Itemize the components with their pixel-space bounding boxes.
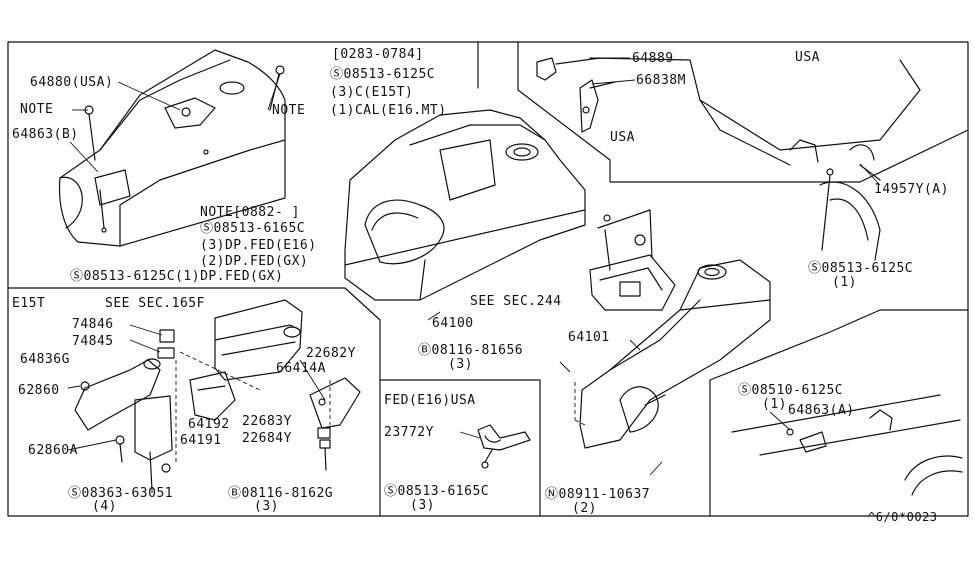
label-66414a: 66414A: [276, 361, 326, 376]
label-62860: 62860: [18, 383, 60, 398]
label-s5-qty: (4): [92, 499, 117, 514]
label-bolt-b1: Ⓑ08116-81656: [418, 343, 524, 358]
label-64836g: 64836G: [20, 352, 70, 367]
label-66838m: 66838M: [636, 73, 686, 88]
label-s4-qty: (1): [832, 275, 857, 290]
label-22682y: 22682Y: [306, 346, 356, 361]
label-74846: 74846: [72, 317, 114, 332]
label-b2-qty: (3): [254, 499, 279, 514]
label-bolt-s7: Ⓢ08510-6125C: [738, 383, 844, 398]
label-s1-qty-b: (1)CAL(E16.MT): [330, 103, 447, 118]
e15t-parts: [74, 299, 361, 491]
fender-apron-right: [579, 259, 771, 449]
label-14957y: 14957Y(A): [874, 182, 949, 197]
label-64880: 64880(USA): [30, 75, 114, 90]
label-22683y: 22683Y: [242, 414, 292, 429]
label-nut-n1: Ⓝ08911-10637: [545, 487, 651, 502]
label-bolt-s4: Ⓢ08513-6125C: [808, 261, 914, 276]
fed-bracket: [477, 424, 531, 469]
label-64100: 64100: [432, 316, 474, 331]
label-usa-top: USA: [795, 50, 820, 65]
panel-frames: [7, 41, 969, 517]
label-64863b: 64863(B): [12, 127, 79, 142]
label-n1-qty: (2): [572, 501, 597, 516]
label-diagram-code: ^6/0*0023: [868, 510, 938, 524]
fender-apron-upper-left: [58, 49, 286, 247]
label-74845: 74845: [72, 334, 114, 349]
label-bolt-s5: Ⓢ08363-63051: [68, 486, 174, 501]
label-note-1: NOTE: [20, 102, 54, 117]
label-64863a: 64863(A): [788, 403, 855, 418]
label-note-2: NOTE: [272, 103, 306, 118]
label-s6-qty: (3): [410, 498, 435, 513]
label-fed-e16-usa: FED(E16)USA: [384, 393, 476, 408]
label-usa-small: USA: [610, 130, 635, 145]
label-23772y: 23772Y: [384, 425, 434, 440]
fender-apron-center: [344, 109, 586, 301]
label-e15t: E15T: [12, 296, 46, 311]
label-s2-qty-b: (2)DP.FED(GX): [200, 254, 309, 269]
label-64889: 64889: [632, 51, 674, 66]
label-22684y: 22684Y: [242, 431, 292, 446]
label-note-3: NOTE[0882- ]: [200, 205, 300, 220]
label-bolt-s1: Ⓢ08513-6125C: [330, 67, 436, 82]
label-bolt-s3: Ⓢ08513-6125C(1)DP.FED(GX): [70, 269, 284, 284]
label-64192: 64192: [188, 417, 230, 432]
label-see-sec-165f: SEE SEC.165F: [105, 296, 205, 311]
label-b1-qty: (3): [448, 357, 473, 372]
label-bolt-s2: Ⓢ08513-6165C: [200, 221, 306, 236]
label-s1-qty-a: (3)C(E15T): [330, 85, 414, 100]
label-see-sec-244: SEE SEC.244: [470, 294, 562, 309]
label-64101: 64101: [568, 330, 610, 345]
label-64191: 64191: [180, 433, 222, 448]
label-s7-qty: (1): [762, 397, 787, 412]
battery-tray: [589, 209, 676, 311]
label-bolt-b2: Ⓑ08116-8162G: [228, 486, 334, 501]
lower-right-detail: [731, 394, 963, 496]
label-62860a: 62860A: [28, 443, 78, 458]
label-s2-qty-a: (3)DP.FED(E16): [200, 238, 317, 253]
usa-bracket-area: [536, 57, 921, 261]
label-bolt-s6: Ⓢ08513-6165C: [384, 484, 490, 499]
label-date-range: [0283-0784]: [332, 47, 424, 62]
